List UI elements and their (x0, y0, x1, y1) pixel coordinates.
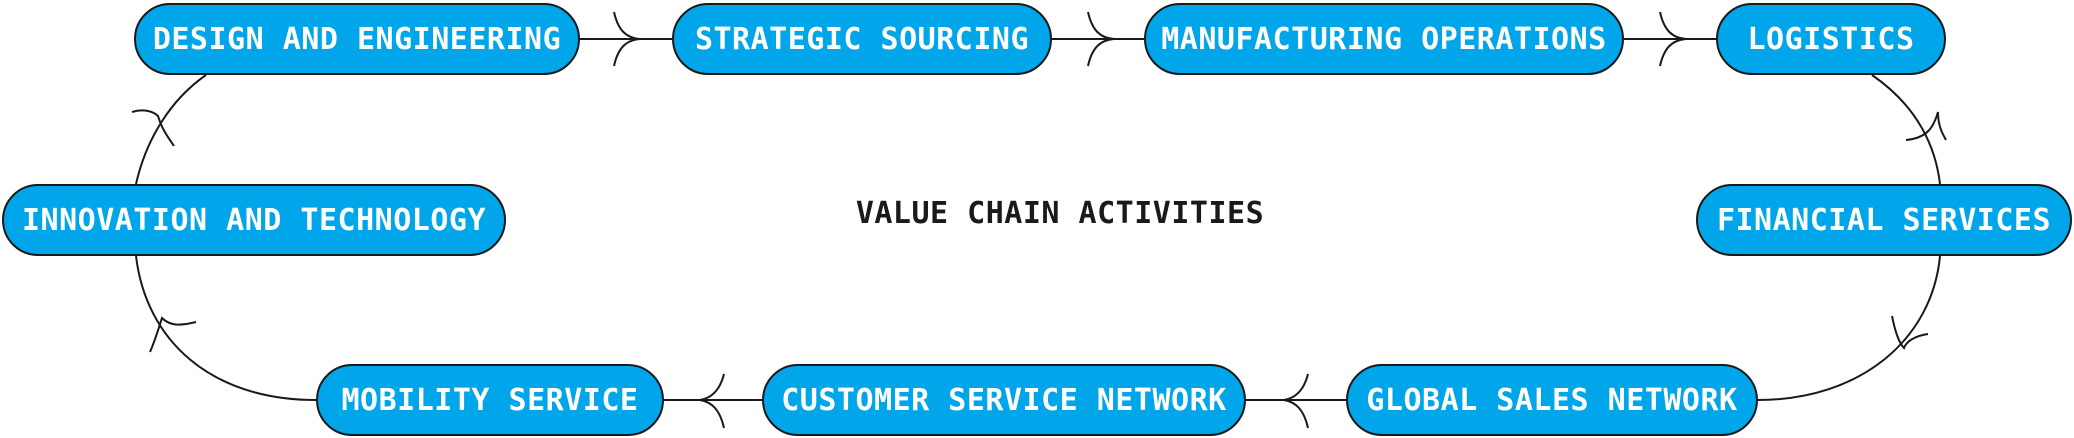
connector-financial-to-sales (1757, 255, 1941, 401)
arrowhead-sourcing (613, 11, 641, 67)
node-global-sales-network: GLOBAL SALES NETWORK (1346, 364, 1758, 436)
arrowhead-manufacturing (1087, 11, 1115, 67)
arrowhead-financial (1905, 111, 1947, 141)
arrowhead-customer-service (1283, 373, 1309, 429)
connector-innovation-to-design (135, 74, 207, 185)
connector-mobility-to-innovation (135, 255, 317, 401)
node-logistics: LOGISTICS (1716, 3, 1946, 75)
node-design-and-engineering: DESIGN AND ENGINEERING (134, 3, 580, 75)
node-manufacturing-operations: MANUFACTURING OPERATIONS (1144, 3, 1624, 75)
arrowhead-innovation (149, 316, 197, 353)
node-financial-services: FINANCIAL SERVICES (1696, 184, 2072, 256)
node-innovation-and-technology: INNOVATION AND TECHNOLOGY (2, 184, 506, 256)
node-mobility-service: MOBILITY SERVICE (316, 364, 664, 436)
diagram-title: VALUE CHAIN ACTIVITIES (855, 196, 1265, 231)
arrowhead-design (131, 109, 175, 147)
node-strategic-sourcing: STRATEGIC SOURCING (672, 3, 1052, 75)
connector-logistics-to-financial (1871, 74, 1941, 185)
node-customer-service-network: CUSTOMER SERVICE NETWORK (762, 364, 1246, 436)
arrowhead-sales (1891, 315, 1929, 350)
arrowhead-logistics (1659, 11, 1687, 67)
arrowhead-mobility (699, 373, 725, 429)
